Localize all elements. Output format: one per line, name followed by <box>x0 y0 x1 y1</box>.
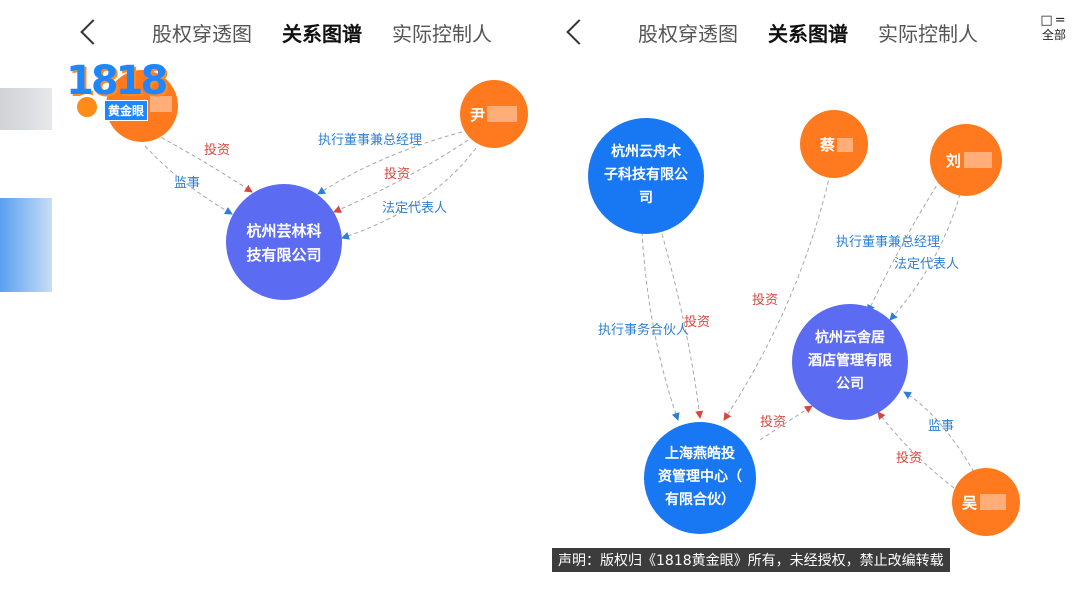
svg-text:吴: 吴 <box>962 494 977 512</box>
company-node-zhoumuzi[interactable]: 杭州云舟木 子科技有限公 司 <box>588 118 704 234</box>
tab-relationship-graph[interactable]: 关系图谱 <box>282 22 362 46</box>
left-tab-bar: 股权穿透图 关系图谱 实际控制人 <box>0 0 540 64</box>
svg-text:上海燕皓投: 上海燕皓投 <box>665 445 735 462</box>
svg-text:尹: 尹 <box>470 106 485 124</box>
edge-legal-rep <box>341 147 477 240</box>
person-node-liu[interactable]: 刘 <box>930 124 1002 196</box>
tab-actual-controller[interactable]: 实际控制人 <box>392 22 492 46</box>
edge-invest <box>759 405 813 441</box>
edge-invest <box>333 139 469 213</box>
svg-text:司: 司 <box>639 190 653 206</box>
edge-legal-rep <box>889 193 961 321</box>
edge-invest <box>661 233 704 419</box>
right-graph-canvas: 执行事务合伙人 投资 投资 投资 执行董事兼总经理 法定代表人 监事 投资 杭州… <box>588 110 1020 536</box>
edge-label-exec-director: 执行董事兼总经理 <box>836 235 940 250</box>
edge-label-legal-rep: 法定代表人 <box>894 257 959 272</box>
svg-text:技有限公司: 技有限公司 <box>246 246 321 264</box>
back-button[interactable] <box>556 10 596 54</box>
edge-label-invest: 投资 <box>752 292 778 308</box>
edge-label-exec-director: 执行董事兼总经理 <box>318 133 422 148</box>
edge-label-invest: 投资 <box>384 166 410 182</box>
filter-all-button[interactable]: □= 全部 <box>1036 14 1072 54</box>
left-graph-canvas: 投资 监事 执行董事兼总经理 投资 法定代表人 尹 杭州芸林科 技有限公司 <box>106 70 528 300</box>
right-relationship-panel: 股权穿透图 关系图谱 实际控制人 □= 全部 执行事务合伙人 投资 投资 投资 … <box>540 0 1080 608</box>
svg-text:酒店管理有限: 酒店管理有限 <box>808 352 892 369</box>
edge-exec-director <box>317 131 463 195</box>
svg-text:刘: 刘 <box>946 152 961 170</box>
edge-label-invest: 投资 <box>760 414 786 430</box>
right-tab-bar: 股权穿透图 关系图谱 实际控制人 □= 全部 <box>540 0 1080 64</box>
edge-invest <box>723 173 831 421</box>
background-strip <box>0 88 52 130</box>
svg-text:资管理中心（: 资管理中心（ <box>658 468 742 485</box>
1818-logo: 1818 黄金眼 <box>66 58 168 124</box>
edge-exec-director <box>867 179 941 313</box>
back-button[interactable] <box>70 10 110 54</box>
left-relationship-panel: 股权穿透图 关系图谱 实际控制人 投资 监事 执行董事兼总经理 投资 法定代表人… <box>0 0 540 608</box>
tab-actual-controller[interactable]: 实际控制人 <box>878 22 978 46</box>
svg-text:杭州云舍居: 杭州云舍居 <box>815 329 885 346</box>
edge-invest <box>154 133 253 193</box>
edge-supervisor <box>903 391 975 473</box>
svg-text:蔡: 蔡 <box>819 136 835 154</box>
svg-text:杭州芸林科: 杭州芸林科 <box>246 222 321 240</box>
person-node-wu[interactable]: 吴 <box>952 468 1020 536</box>
svg-text:有限合伙）: 有限合伙） <box>665 491 735 508</box>
edge-label-supervisor: 监事 <box>928 419 954 434</box>
svg-text:公司: 公司 <box>836 376 864 392</box>
company-node-yanhao[interactable]: 上海燕皓投 资管理中心（ 有限合伙） <box>644 422 756 534</box>
edge-label-invest: 投资 <box>896 450 922 466</box>
copyright-disclaimer: 声明：版权归《1818黄金眼》所有，未经授权，禁止改编转载 <box>552 548 950 572</box>
svg-text:子科技有限公: 子科技有限公 <box>604 166 688 183</box>
svg-text:杭州云舟木: 杭州云舟木 <box>611 143 682 160</box>
tab-equity-penetration[interactable]: 股权穿透图 <box>638 22 738 46</box>
edge-label-invest: 投资 <box>204 142 230 158</box>
edge-label-exec-partner: 执行事务合伙人 <box>598 322 689 338</box>
edge-label-invest: 投资 <box>684 314 710 330</box>
edge-label-legal-rep: 法定代表人 <box>382 201 447 216</box>
tab-equity-penetration[interactable]: 股权穿透图 <box>152 22 252 46</box>
tab-relationship-graph[interactable]: 关系图谱 <box>768 22 848 46</box>
background-strip <box>0 198 52 292</box>
list-icon: □= <box>1040 13 1068 28</box>
person-node-cai[interactable]: 蔡 <box>800 110 868 178</box>
edge-label-supervisor: 监事 <box>174 176 200 191</box>
edge-exec-partner <box>641 231 680 421</box>
edge-supervisor <box>144 145 233 215</box>
person-node-yin[interactable]: 尹 <box>460 80 528 148</box>
company-node-yunlin[interactable]: 杭州芸林科 技有限公司 <box>226 184 342 300</box>
company-node-yunsheju[interactable]: 杭州云舍居 酒店管理有限 公司 <box>792 304 908 420</box>
